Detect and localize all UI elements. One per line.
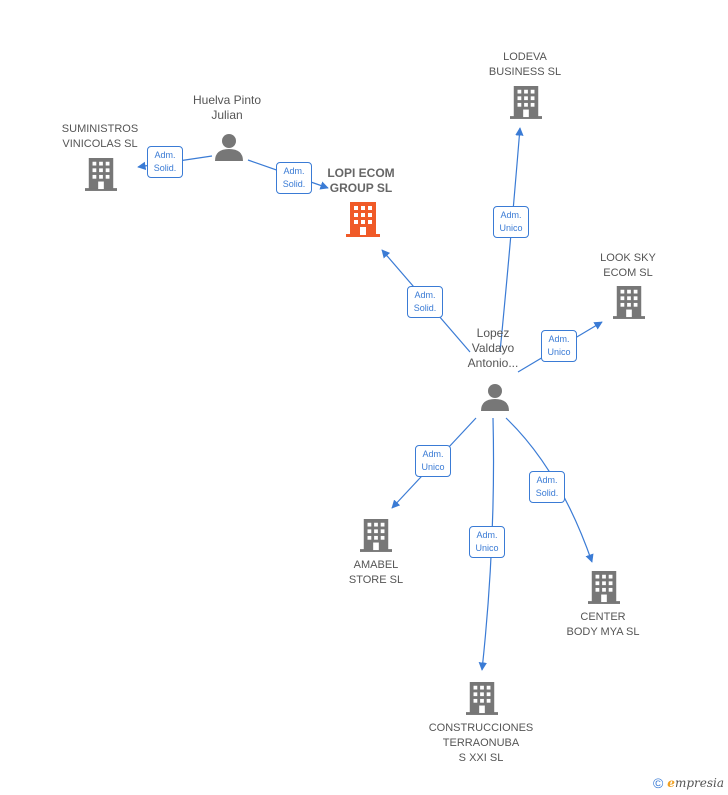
edge-badge-line: Adm. — [500, 210, 522, 220]
person-label-line: Valdayo — [471, 341, 515, 355]
edge-badge-line: Solid. — [535, 488, 559, 498]
edge-badge-line: Unico — [421, 462, 445, 472]
person-label-line: Antonio... — [467, 356, 519, 370]
edge-badge-line: Solid. — [413, 303, 437, 313]
edge-badge-line: Adm. — [548, 334, 570, 344]
company-label-line: LOPI ECOM — [327, 166, 395, 180]
company-label-suministros[interactable]: SUMINISTROS VINICOLAS SL — [62, 122, 138, 152]
building-icon[interactable] — [85, 157, 117, 191]
company-label-line: VINICOLAS SL — [62, 138, 138, 150]
company-label-line: LODEVA — [503, 51, 547, 63]
company-label-line: SUMINISTROS — [61, 123, 139, 135]
company-label-line: CONSTRUCCIONES — [428, 722, 534, 734]
edge-badge-line: Solid. — [153, 163, 177, 173]
building-icon[interactable] — [588, 570, 620, 604]
brand-rest: mpresia — [674, 776, 724, 790]
company-label-construcciones[interactable]: CONSTRUCCIONES TERRAONUBA S XXI SL — [429, 721, 534, 766]
edge-badge-line: Adm. — [476, 530, 498, 540]
edge-badge-lopez-amabel[interactable]: Adm. Unico — [415, 445, 451, 477]
edge-badge-line: Adm. — [154, 150, 176, 160]
company-label-line: LOOK SKY — [600, 252, 656, 264]
edge-badge-huelva-suministros[interactable]: Adm. Solid. — [147, 146, 183, 178]
company-label-line: AMABEL — [353, 559, 399, 571]
brand-initial: e — [667, 776, 675, 790]
company-label-line: CENTER — [580, 611, 626, 623]
brand-logo: empresia — [667, 776, 724, 790]
building-icon[interactable] — [346, 201, 380, 237]
company-label-looksky[interactable]: LOOK SKY ECOM SL — [600, 251, 656, 281]
building-icon[interactable] — [466, 681, 498, 715]
edge-lopez-lodeva — [499, 127, 524, 353]
company-label-lopi[interactable]: LOPI ECOM GROUP SL — [327, 166, 394, 196]
edge-badge-line: Unico — [475, 543, 499, 553]
copyright-symbol: © — [652, 775, 664, 791]
building-icon[interactable] — [613, 285, 645, 319]
person-label-lopez[interactable]: Lopez Valdayo Antonio... — [468, 326, 519, 371]
company-label-amabel[interactable]: AMABEL STORE SL — [349, 558, 403, 588]
building-icon[interactable] — [510, 85, 542, 119]
edge-badge-line: Unico — [499, 223, 523, 233]
company-label-line: BODY MYA SL — [566, 626, 640, 638]
company-label-line: STORE SL — [348, 574, 404, 586]
company-label-line: S XXI SL — [458, 752, 504, 764]
company-label-line: ECOM SL — [603, 267, 653, 279]
edge-badge-line: Solid. — [282, 179, 306, 189]
person-icon[interactable] — [480, 383, 510, 411]
edge-badge-huelva-lopi[interactable]: Adm. Solid. — [276, 162, 312, 194]
person-icon[interactable] — [214, 133, 244, 161]
person-label-huelva[interactable]: Huelva Pinto Julian — [193, 93, 261, 123]
footer-brand[interactable]: © empresia — [653, 775, 724, 791]
edge-badge-lopez-looksky[interactable]: Adm. Unico — [541, 330, 577, 362]
person-label-line: Julian — [211, 108, 243, 122]
edge-badge-line: Adm. — [536, 475, 558, 485]
company-label-lodeva[interactable]: LODEVA BUSINESS SL — [489, 50, 561, 80]
company-label-center[interactable]: CENTER BODY MYA SL — [567, 610, 640, 640]
edge-badge-line: Adm. — [283, 166, 305, 176]
company-label-line: GROUP SL — [329, 181, 393, 195]
edge-badge-line: Adm. — [414, 290, 436, 300]
edge-badge-line: Unico — [547, 347, 571, 357]
edge-badge-lopez-lopi[interactable]: Adm. Solid. — [407, 286, 443, 318]
edge-badge-line: Adm. — [422, 449, 444, 459]
company-label-line: BUSINESS SL — [488, 66, 562, 78]
building-icon[interactable] — [360, 518, 392, 552]
person-label-line: Huelva Pinto — [192, 93, 262, 107]
company-label-line: TERRAONUBA — [442, 737, 520, 749]
edge-badge-lopez-center[interactable]: Adm. Solid. — [529, 471, 565, 503]
edge-badge-lopez-construcciones[interactable]: Adm. Unico — [469, 526, 505, 558]
edge-badge-lopez-lodeva[interactable]: Adm. Unico — [493, 206, 529, 238]
person-label-line: Lopez — [476, 326, 510, 340]
